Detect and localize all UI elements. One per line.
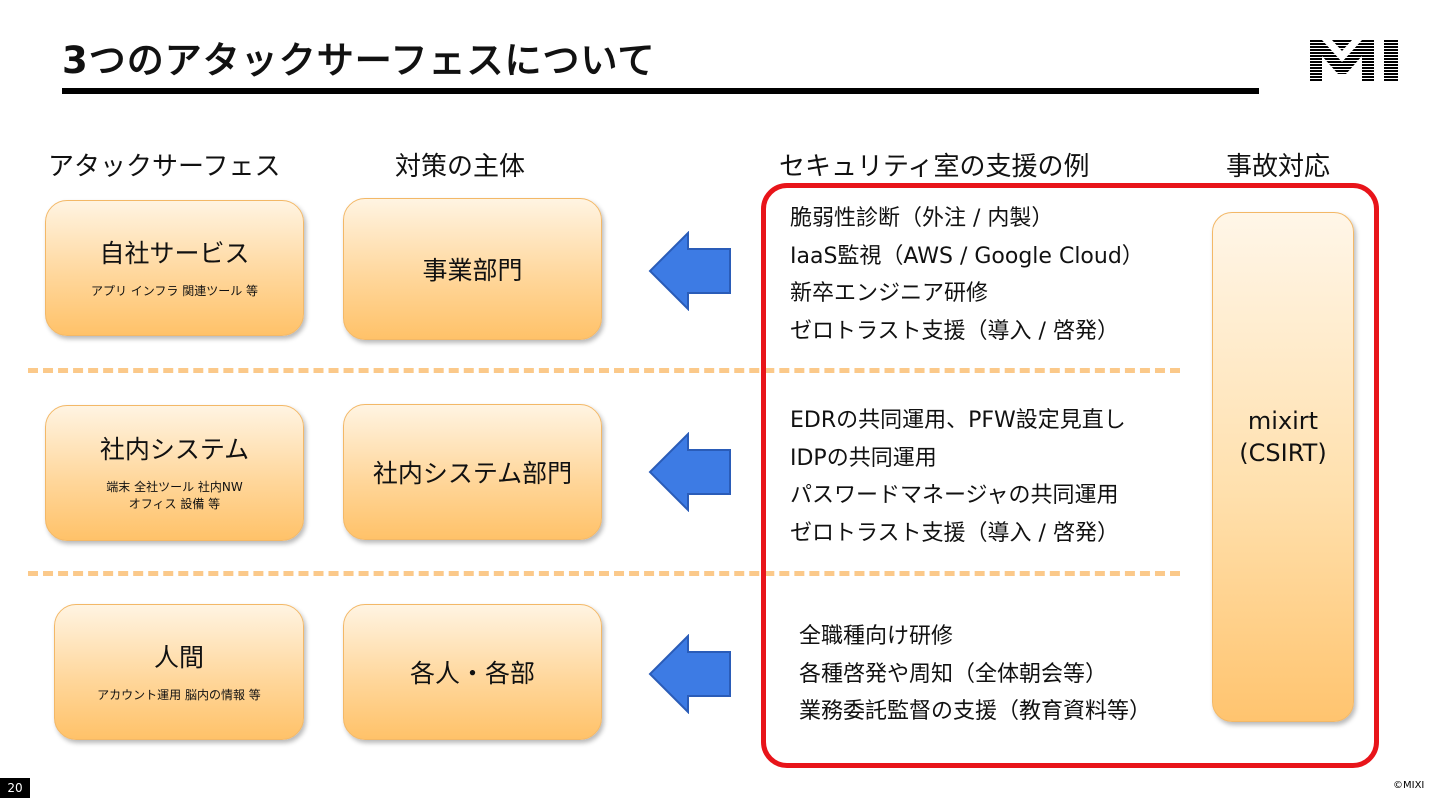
support-list-human: 全職種向け研修 各種啓発や周知（全体朝会等） 業務委託監督の支援（教育資料等） [799,618,1151,731]
column-header-incident: 事故対応 [1226,152,1331,182]
surface-title: 自社サービス [99,238,250,268]
page-number: 20 [0,778,30,798]
owner-label: 事業部門 [422,256,523,285]
arrow-left-icon [648,633,732,715]
column-header-owner: 対策の主体 [395,152,526,182]
surface-title: 人間 [153,642,204,672]
surface-subtitle: アカウント運用 脳内の情報 等 [97,687,261,702]
owner-label: 各人・各部 [409,659,535,688]
support-item: 脆弱性診断（外注 / 内製） [790,206,1054,231]
row-divider [28,571,1180,576]
support-item: ゼロトラスト支援（導入 / 啓発） [790,318,1119,344]
arrow-left-icon [648,431,732,513]
surface-box-service: 自社サービス アプリ インフラ 関連ツール 等 [45,200,304,336]
owner-box-individual: 各人・各部 [343,604,602,740]
support-item: ゼロトラスト支援（導入 / 啓発） [790,520,1119,546]
surface-title: 社内システム [99,435,250,464]
surface-subtitle: 端末 全社ツール 社内NW オフィス 設備 等 [106,480,243,511]
support-item: IaaS監視（AWS / Google Cloud） [790,243,1144,269]
support-item: IDPの共同運用 [790,445,937,471]
support-frame [761,183,1379,768]
support-item: EDRの共同運用、PFW設定見直し [790,408,1126,433]
owner-label: 社内システム部門 [372,459,573,488]
mixi-logo [1310,40,1402,82]
slide-title: 3つのアタックサーフェスについて [62,39,656,82]
support-item: 業務委託監督の支援（教育資料等） [799,699,1152,724]
support-item: 全職種向け研修 [799,624,954,649]
owner-box-internal-system: 社内システム部門 [343,404,602,540]
surface-box-internal-system: 社内システム 端末 全社ツール 社内NW オフィス 設備 等 [45,405,304,541]
csirt-label: mixirt (CSIRT) [1239,407,1327,467]
support-item: パスワードマネージャの共同運用 [790,483,1119,508]
support-item: 各種啓発や周知（全体朝会等） [799,661,1108,687]
surface-subtitle: アプリ インフラ 関連ツール 等 [90,283,259,298]
support-list-internal-system: EDRの共同運用、PFW設定見直し IDPの共同運用 パスワードマネージャの共同… [790,402,1126,552]
incident-response-box: mixirt (CSIRT) [1212,212,1354,722]
column-header-attack-surface: アタックサーフェス [48,152,281,182]
support-list-service: 脆弱性診断（外注 / 内製） IaaS監視（AWS / Google Cloud… [790,200,1144,350]
support-item: 新卒エンジニア研修 [790,281,989,306]
surface-box-human: 人間 アカウント運用 脳内の情報 等 [54,604,304,740]
title-underline [62,88,1259,94]
copyright: ©MIXI [1393,780,1425,791]
column-header-support: セキュリティ室の支援の例 [779,152,1090,182]
row-divider [28,368,1180,373]
arrow-left-icon [648,230,732,312]
owner-box-business: 事業部門 [343,198,602,340]
